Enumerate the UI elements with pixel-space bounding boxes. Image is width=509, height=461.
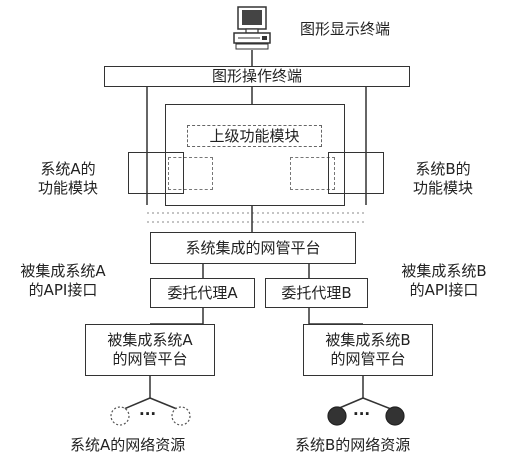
line-resources-b-right — [362, 397, 392, 410]
agent-b-box: 委托代理B — [265, 278, 368, 308]
upper-function-module-title-box: 上级功能模块 — [187, 125, 322, 147]
api-a-label-line2: 的API接口 — [28, 281, 98, 299]
module-b-inner-dashed — [290, 157, 335, 190]
resources-b-label: 系统B的网络资源 — [295, 436, 411, 454]
agent-a-label: 委托代理A — [167, 283, 238, 302]
system-a-module-label-line1: 系统A的 — [40, 160, 96, 178]
subsystem-a-platform-box: 被集成系统A 的网管平台 — [85, 324, 215, 376]
system-b-module-label-line1: 系统B的 — [415, 160, 471, 178]
agent-b-label: 委托代理B — [281, 283, 352, 302]
subsystem-b-label-line1: 被集成系统B — [325, 331, 411, 349]
api-a-label: 被集成系统A 的API接口 — [8, 262, 118, 300]
integrated-platform-box: 系统集成的网管平台 — [150, 232, 356, 264]
operation-terminal-label: 图形操作终端 — [211, 67, 302, 85]
upper-function-module-box — [165, 104, 345, 206]
resource-node-a-left — [110, 406, 130, 426]
resources-b-ellipsis: ··· — [353, 405, 371, 423]
api-b-label: 被集成系统B 的API接口 — [385, 262, 503, 300]
api-b-label-line2: 的API接口 — [409, 281, 479, 299]
system-b-module-box — [328, 152, 384, 194]
upper-function-module-label: 上级功能模块 — [209, 126, 300, 145]
resources-a-label: 系统A的网络资源 — [70, 436, 186, 454]
system-b-module-label-line2: 功能模块 — [412, 179, 473, 197]
display-terminal-label: 图形显示终端 — [300, 20, 391, 38]
resource-node-a-right — [171, 406, 191, 426]
module-a-inner-dashed — [168, 157, 213, 190]
line-resources-b-left — [336, 397, 364, 410]
resource-node-b-left — [327, 406, 347, 426]
resource-node-b-right — [385, 406, 405, 426]
integrated-platform-label: 系统集成的网管平台 — [185, 238, 321, 257]
line-resources-a-left — [123, 397, 151, 410]
system-a-module-label: 系统A的 功能模块 — [18, 160, 118, 198]
api-b-label-line1: 被集成系统B — [401, 262, 487, 280]
subsystem-b-platform-box: 被集成系统B 的网管平台 — [303, 324, 433, 376]
system-b-module-label: 系统B的 功能模块 — [393, 160, 493, 198]
subsystem-b-label-line2: 的网管平台 — [330, 350, 406, 368]
system-a-module-box — [128, 152, 184, 194]
line-resources-a-right — [149, 397, 178, 410]
api-a-label-line1: 被集成系统A — [20, 262, 106, 280]
resources-a-ellipsis: ··· — [139, 405, 157, 423]
subsystem-a-label-line1: 被集成系统A — [107, 331, 193, 349]
computer-icon — [233, 6, 271, 50]
operation-terminal-box: 图形操作终端 — [104, 66, 410, 87]
subsystem-a-label-line2: 的网管平台 — [112, 350, 188, 368]
system-a-module-label-line2: 功能模块 — [37, 179, 98, 197]
agent-a-box: 委托代理A — [150, 278, 255, 308]
